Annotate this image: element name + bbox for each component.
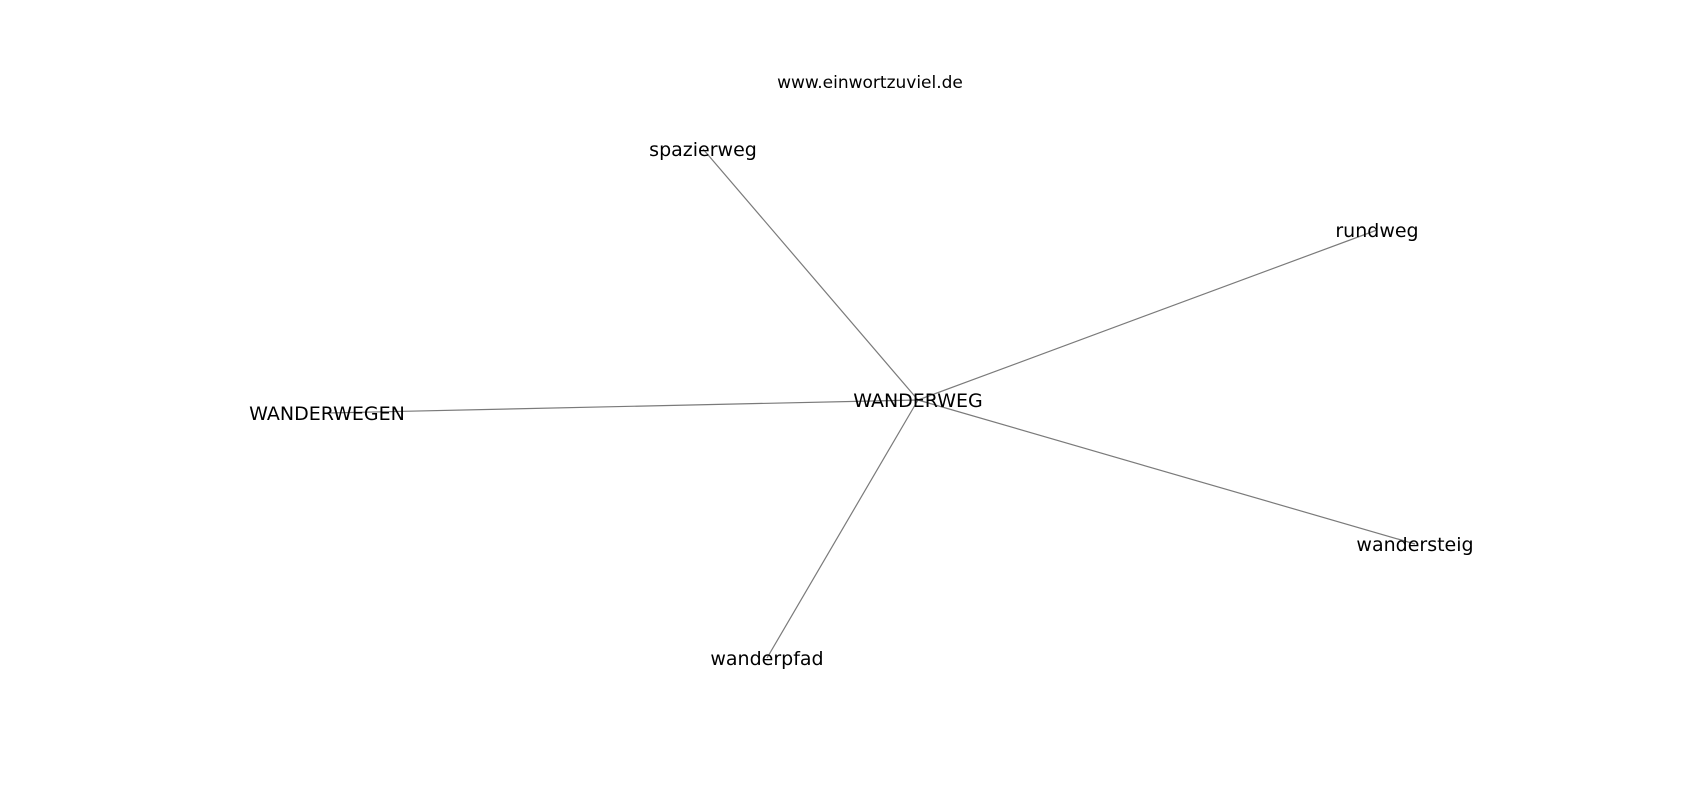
edge-center-spazierweg	[702, 148, 919, 401]
node-label-center: WANDERWEG	[853, 390, 983, 412]
edge-layer	[326, 148, 1416, 659]
edge-center-wandersteig	[917, 399, 1416, 545]
site-url-label: www.einwortzuviel.de	[777, 73, 963, 93]
edge-center-wanderwegen	[326, 399, 919, 414]
edge-center-wanderpfad	[766, 399, 919, 659]
node-label-wanderwegen: WANDERWEGEN	[249, 403, 405, 425]
node-label-spazierweg: spazierweg	[649, 139, 757, 161]
edge-center-rundweg	[917, 229, 1378, 401]
node-label-wanderpfad: wanderpfad	[710, 648, 823, 670]
node-label-wandersteig: wandersteig	[1356, 534, 1473, 556]
node-label-rundweg: rundweg	[1335, 220, 1418, 242]
